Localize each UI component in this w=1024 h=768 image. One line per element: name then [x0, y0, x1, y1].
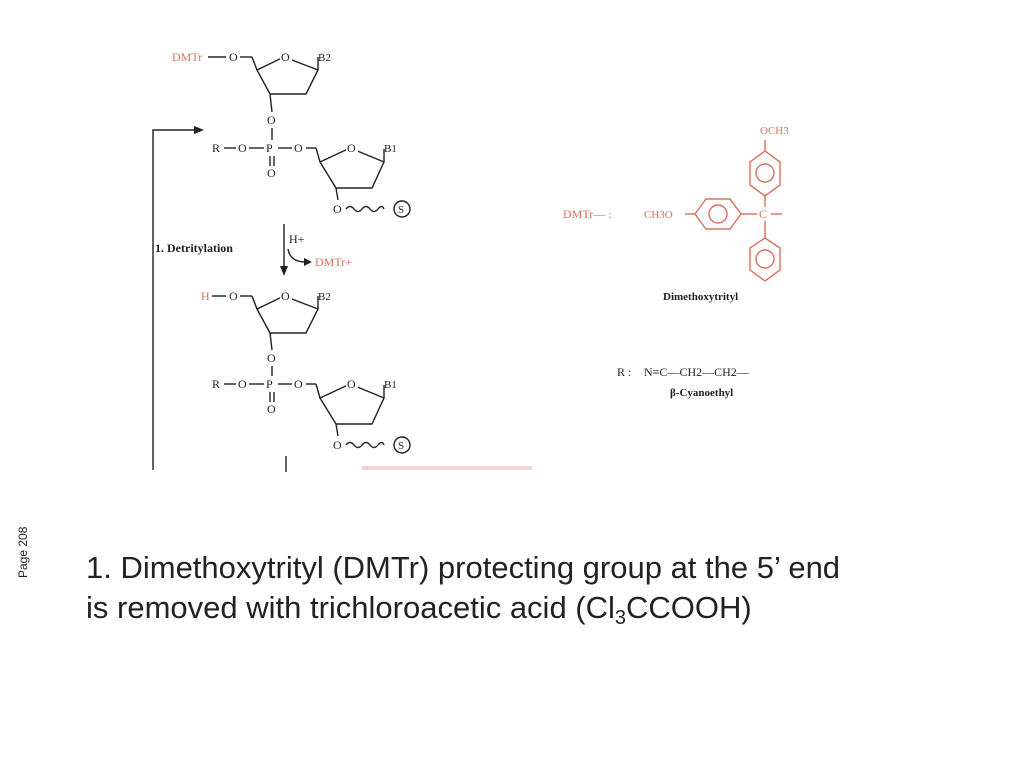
- base-b2-top: B2: [318, 52, 331, 64]
- base-b2-bottom: B2: [318, 291, 331, 303]
- h-label: H: [201, 289, 210, 303]
- oligonucleotide-synthesis-diagram: DMTr O O B2 O R O P O O O B1 O: [152, 50, 789, 472]
- svg-text:O: O: [333, 438, 342, 452]
- dmtr-label-top: DMTr: [172, 50, 202, 64]
- solid-support-bottom: S: [398, 440, 404, 452]
- caption: 1. Dimethoxytrityl (DMTr) protecting gro…: [86, 548, 966, 628]
- cyanoethyl-label: β-Cyanoethyl: [670, 387, 733, 399]
- svg-text:O: O: [333, 202, 342, 216]
- dimethoxytrityl-label: Dimethoxytrityl: [663, 291, 738, 303]
- dmtr-structure: DMTr— : CH3O C OCH3 Dimethoxytrityl: [563, 125, 789, 303]
- cycle-return-arrow: [152, 126, 204, 470]
- bottom-dinucleotide: H O O B2 O R O P O O O B1 O S: [201, 289, 411, 472]
- cyanoethyl-formula: N≡C—CH2—CH2—: [644, 365, 750, 379]
- svg-text:O: O: [347, 377, 356, 391]
- svg-text:O: O: [267, 402, 276, 416]
- svg-text:O: O: [229, 289, 238, 303]
- och3-label: OCH3: [760, 125, 789, 137]
- r-definition: R : N≡C—CH2—CH2— β-Cyanoethyl: [617, 365, 750, 399]
- caption-line-1: 1. Dimethoxytrityl (DMTr) protecting gro…: [86, 550, 841, 585]
- solid-support-top: S: [398, 204, 404, 216]
- caption-line-2: is removed with trichloroacetic acid (Cl…: [86, 590, 752, 629]
- page-label: Page 208: [16, 526, 30, 578]
- step-label: 1. Detritylation: [155, 241, 233, 255]
- svg-text:O: O: [294, 141, 303, 155]
- base-b1-bottom: B1: [384, 379, 397, 391]
- svg-text:O: O: [281, 289, 290, 303]
- base-b1-top: B1: [384, 143, 397, 155]
- svg-text:O: O: [347, 141, 356, 155]
- phosphorus-top: P: [266, 141, 273, 155]
- dmtr-definition: DMTr— :: [563, 207, 612, 221]
- ch3o-label: CH3O: [644, 209, 673, 221]
- h-plus: H+: [289, 232, 305, 246]
- svg-text:O: O: [238, 377, 247, 391]
- central-carbon: C: [759, 207, 767, 221]
- svg-text:R: R: [212, 141, 220, 155]
- svg-text:O: O: [281, 50, 290, 64]
- svg-text:O: O: [294, 377, 303, 391]
- phosphorus-bottom: P: [266, 377, 273, 391]
- dmtr-plus: DMTr+: [315, 255, 352, 269]
- svg-text:O: O: [267, 166, 276, 180]
- detritylation-step: 1. Detritylation H+ DMTr+: [155, 224, 352, 276]
- svg-text:R: R: [212, 377, 220, 391]
- svg-text:O: O: [238, 141, 247, 155]
- svg-text:O: O: [267, 113, 276, 127]
- svg-text:R :: R :: [617, 365, 631, 379]
- top-dinucleotide: DMTr O O B2 O R O P O O O B1 O: [172, 50, 411, 218]
- svg-text:O: O: [229, 50, 238, 64]
- svg-text:O: O: [267, 351, 276, 365]
